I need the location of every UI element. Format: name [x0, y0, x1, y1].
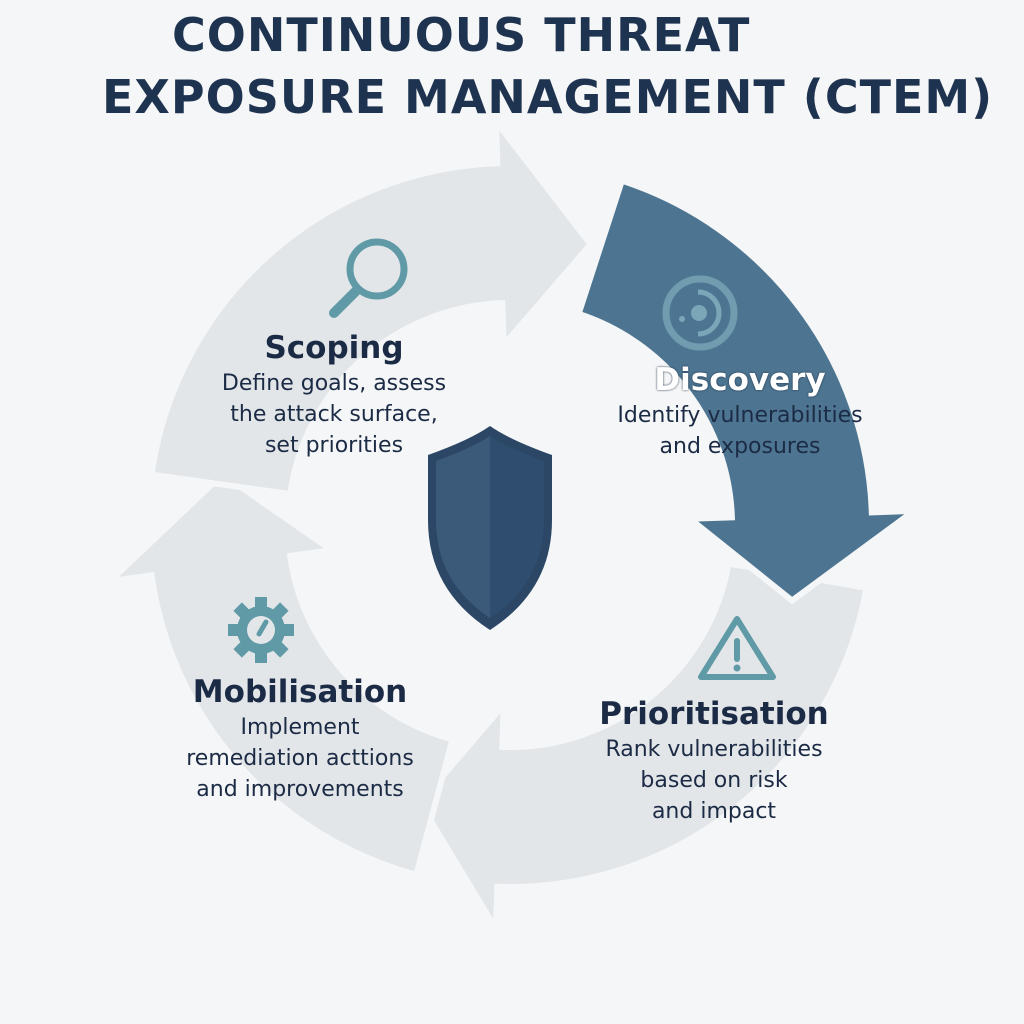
stage-name: Prioritisation — [599, 696, 829, 732]
stage-desc-line: set priorities — [264, 433, 404, 458]
stage-prioritisation: Prioritisation Rank vulnerabilities base… — [580, 696, 848, 827]
stage-desc-line: based on risk — [640, 768, 788, 793]
magnifier-icon — [329, 238, 408, 318]
discovery-arrow — [574, 176, 924, 605]
stage-name: Mobilisation — [192, 674, 408, 710]
stage-name: Scoping — [264, 330, 404, 366]
scoping-arrow — [148, 111, 595, 498]
shield-icon — [428, 426, 552, 630]
stage-desc-line: and exposures — [659, 434, 821, 459]
stage-desc-line: and impact — [651, 799, 777, 824]
stage-scoping: Scoping Define goals, assess the attack … — [200, 330, 468, 461]
stage-name: Discovery — [654, 362, 826, 398]
title-line-1: CONTINUOUS THREAT — [172, 8, 751, 62]
stage-desc-line: Implement — [240, 715, 360, 740]
stage-discovery: Discovery Identify vulnerabilities and e… — [600, 362, 880, 462]
stage-desc-line: Define goals, assess — [221, 371, 447, 396]
radar-icon — [662, 275, 738, 351]
title-line-2: EXPOSURE MANAGEMENT (CTEM) — [102, 70, 994, 124]
stage-desc-line: Identify vulnerabilities — [617, 403, 863, 428]
stage-desc-line: the attack surface, — [230, 402, 438, 427]
mobilisation-arrow — [101, 470, 457, 879]
stage-desc-line: remediation acttions — [186, 746, 414, 771]
stage-desc-line: Rank vulnerabilities — [605, 737, 823, 762]
stage-mobilisation: Mobilisation Implement remediation actti… — [160, 674, 440, 805]
prioritisation-arrow — [416, 560, 870, 939]
gear-icon — [228, 597, 294, 663]
warning-icon — [698, 616, 776, 680]
stage-desc-line: and improvements — [196, 777, 404, 802]
